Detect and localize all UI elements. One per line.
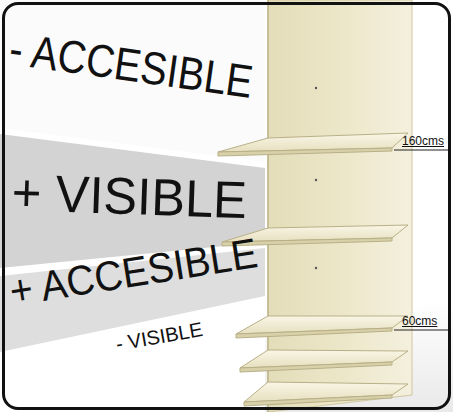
- band-text: - ACCESIBLE: [7, 25, 256, 105]
- wall: [0, 0, 265, 412]
- dimension-line: [394, 150, 448, 151]
- wall-band: [0, 0, 265, 162]
- panel-hole: [315, 179, 317, 181]
- wall-band: - ACCESIBLE: [6, 10, 261, 125]
- panel-hole: [315, 267, 317, 269]
- band-text: + VISIBLE: [11, 166, 248, 226]
- panel-hole: [315, 87, 317, 89]
- wall-band: + ACCESIBLE- VISIBLE: [6, 262, 261, 402]
- dimension-label: 60cms: [402, 314, 437, 328]
- dimension-label: 160cms: [402, 134, 444, 148]
- dimension-line: [394, 330, 448, 331]
- band-text: - VISIBLE: [114, 319, 204, 354]
- wall-band: [0, 301, 265, 412]
